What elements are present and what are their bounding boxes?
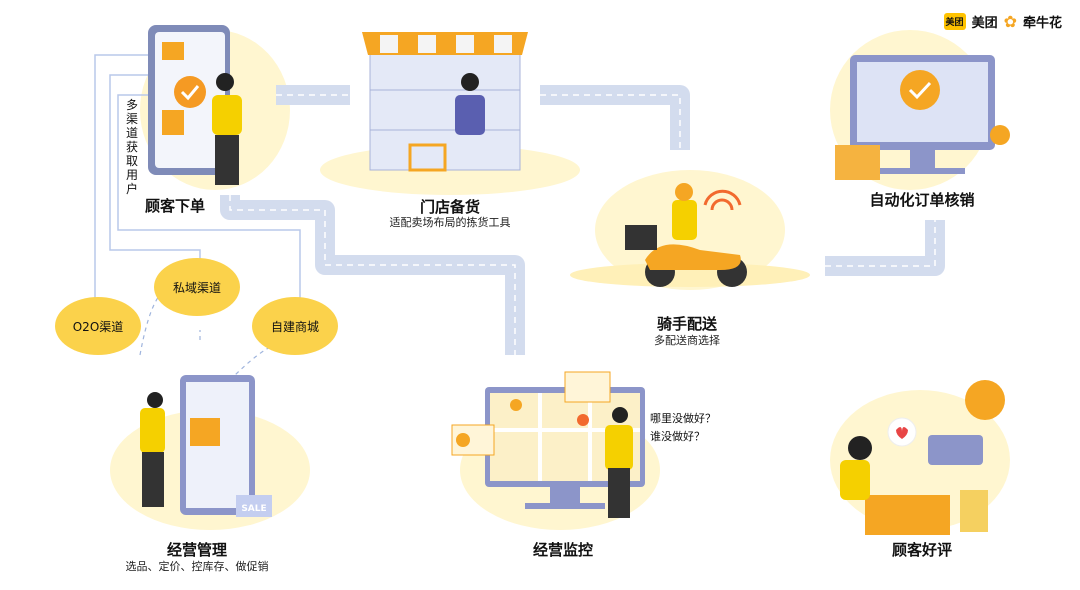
qianniuhua-logo: 牵牛花	[1022, 16, 1062, 31]
qianniuhua-flower-icon: ✿	[1003, 12, 1017, 31]
meituan-logo: 美团	[971, 16, 998, 31]
monitor-questions: 哪里没做好？ 谁没做好？	[650, 410, 716, 446]
step-stock-title: 门店备货	[419, 198, 481, 216]
step-delivery-title: 骑手配送	[656, 315, 718, 333]
step-monitor-title: 经营监控	[532, 541, 594, 559]
channel-o2o: O2O渠道	[55, 297, 141, 355]
step-manage-title: 经营管理	[166, 541, 228, 559]
step-order-title: 顾客下单	[144, 197, 206, 215]
channel-private: 私域渠道	[154, 258, 240, 316]
meituan-badge: 美团	[943, 13, 966, 30]
question-where: 哪里没做好？	[650, 412, 716, 425]
step-delivery-subtitle: 多配送商选择	[654, 334, 720, 347]
step-verify-title: 自动化订单核销	[869, 191, 975, 209]
brand-logos: 美团 美团 ✿ 牵牛花	[943, 12, 1062, 31]
channel-own-mall: 自建商城	[252, 297, 338, 355]
question-who: 谁没做好？	[650, 430, 705, 443]
step-review-title: 顾客好评	[891, 541, 953, 559]
step-stock-subtitle: 适配卖场布局的拣货工具	[389, 216, 511, 229]
step-manage-subtitle: 选品、定价、控库存、做促销	[125, 560, 269, 573]
svg-text:SALE: SALE	[241, 504, 266, 514]
channels-label: 多渠道获取用户	[126, 98, 139, 196]
